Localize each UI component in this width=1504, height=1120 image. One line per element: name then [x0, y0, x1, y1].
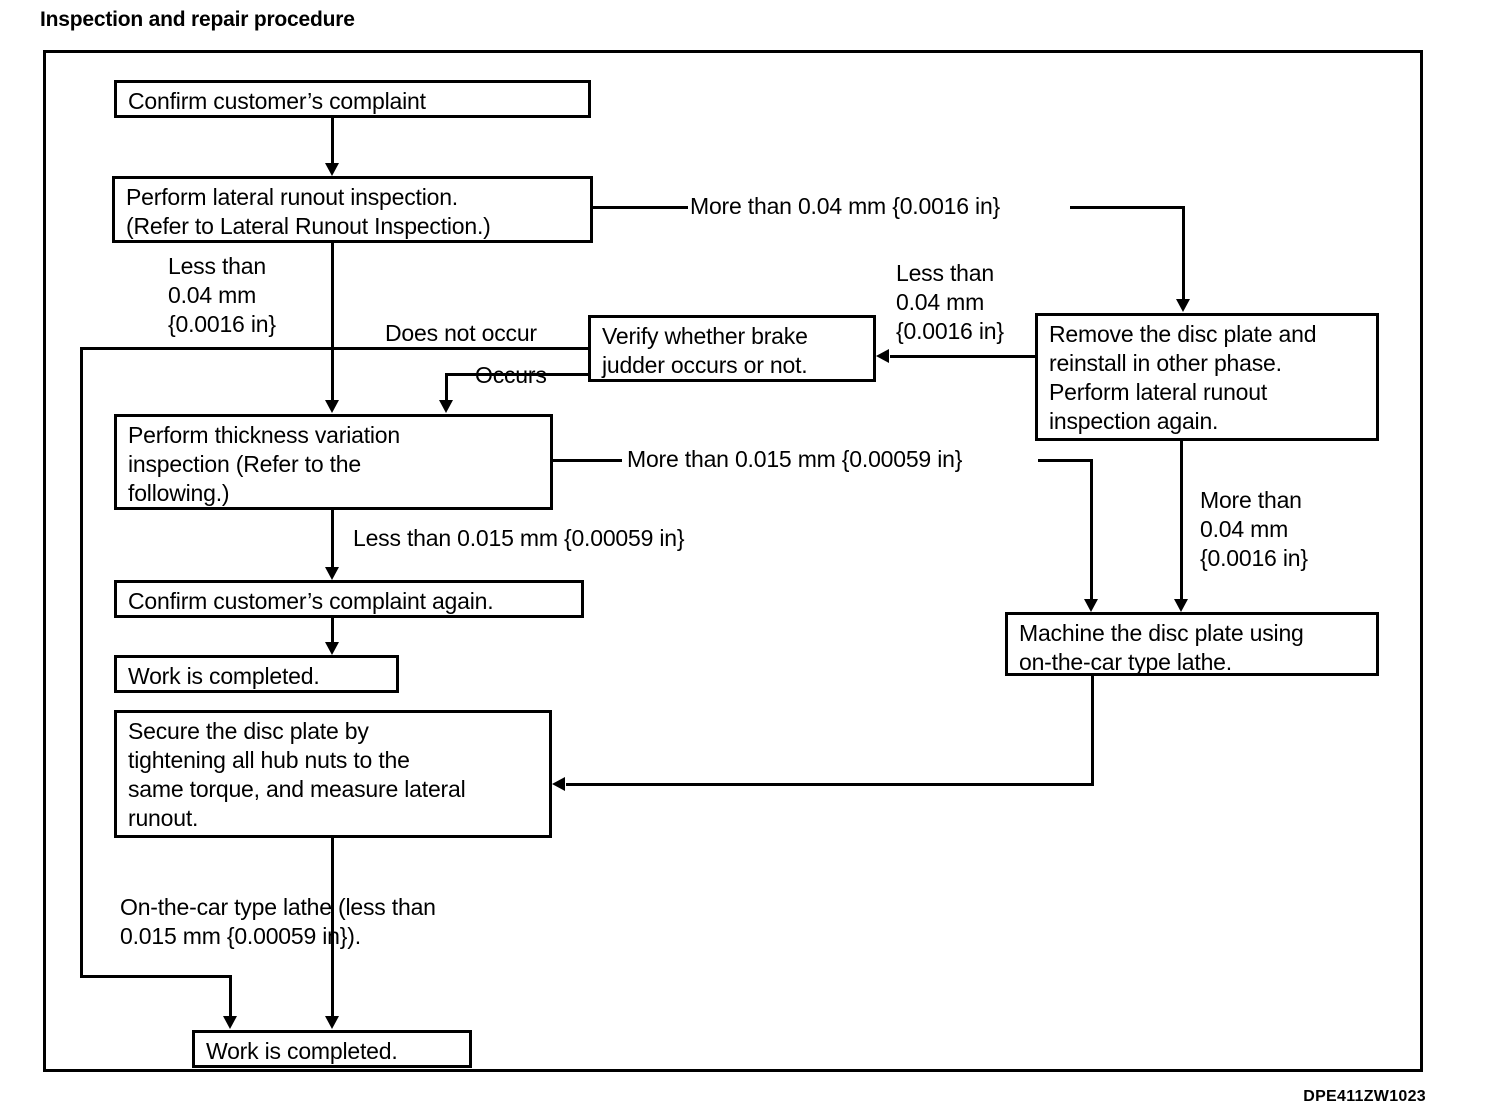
page-title: Inspection and repair procedure — [40, 8, 355, 31]
arrowhead-confirm-to-lateral — [325, 163, 339, 176]
edge-label-less-0015: Less than 0.015 mm {0.00059 in} — [353, 525, 685, 551]
node-lateral-runout[interactable]: Perform lateral runout inspection. (Refe… — [112, 176, 593, 243]
edge-thickness-right-stub2 — [1038, 459, 1093, 462]
node-confirm-complaint[interactable]: Confirm customer’s complaint — [114, 80, 591, 118]
edge-lateral-down-to-remove — [1182, 206, 1185, 300]
arrowhead-thickness-to-confirm-again — [325, 567, 339, 580]
node-work-completed-upper[interactable]: Work is completed. — [114, 655, 399, 693]
edge-thickness-right-stub — [553, 459, 622, 462]
edge-label-does-not-occur: Does not occur — [385, 320, 537, 346]
edge-lateral-right-stub2 — [1070, 206, 1185, 209]
arrowhead-thickness-to-machine — [1084, 599, 1098, 612]
edge-does-not-occur-down — [229, 975, 232, 1017]
edge-label-less-004-right: Less than 0.04 mm {0.0016 in} — [896, 260, 1004, 344]
arrowhead-confirm-again-to-work — [325, 642, 339, 655]
arrowhead-secure-to-work — [325, 1016, 339, 1029]
edge-lateral-right-stub — [593, 206, 688, 209]
edge-thickness-to-confirm-again — [331, 510, 334, 568]
edge-label-occurs: Occurs — [475, 362, 547, 388]
node-remove-disc-plate[interactable]: Remove the disc plate and reinstall in o… — [1035, 313, 1379, 441]
edge-occurs-vertical — [445, 373, 448, 402]
edge-label-more-004-right: More than 0.04 mm {0.0016 in} — [1200, 487, 1308, 571]
edge-machine-down — [1091, 676, 1094, 786]
edge-lateral-to-thickness — [331, 243, 334, 401]
edge-confirm-again-to-work — [331, 618, 334, 643]
arrowhead-remove-to-machine — [1174, 599, 1188, 612]
edge-does-not-occur-vertical — [80, 347, 83, 977]
edge-confirm-to-lateral — [331, 118, 334, 164]
arrowhead-lateral-to-remove — [1176, 299, 1190, 312]
edge-machine-to-secure — [566, 783, 1094, 786]
node-thickness-variation[interactable]: Perform thickness variation inspection (… — [114, 414, 553, 510]
arrowhead-occurs — [439, 400, 453, 413]
node-work-completed-lower[interactable]: Work is completed. — [192, 1030, 472, 1068]
diagram-frame — [43, 50, 1423, 1072]
node-verify-judder[interactable]: Verify whether brake judder occurs or no… — [588, 315, 876, 382]
node-confirm-complaint-again[interactable]: Confirm customer’s complaint again. — [114, 580, 584, 618]
arrowhead-does-not-occur — [223, 1016, 237, 1029]
edge-label-lathe-note: On-the-car type lathe (less than 0.015 m… — [120, 894, 436, 949]
edge-does-not-occur-horizontal — [80, 347, 588, 350]
arrowhead-lateral-to-thickness — [325, 400, 339, 413]
figure-code: DPE411ZW1023 — [1303, 1088, 1426, 1105]
edge-thickness-down-to-machine — [1090, 459, 1093, 601]
edge-remove-to-verify — [890, 355, 1035, 358]
edge-label-more-0015: More than 0.015 mm {0.00059 in} — [627, 446, 963, 472]
arrowhead-machine-to-secure — [552, 777, 565, 791]
node-secure-disc-plate[interactable]: Secure the disc plate by tightening all … — [114, 710, 552, 838]
edge-remove-to-machine — [1180, 441, 1183, 601]
edge-label-more-004-top: More than 0.04 mm {0.0016 in} — [690, 193, 1001, 219]
arrowhead-remove-to-verify — [876, 349, 889, 363]
edge-label-less-004-left: Less than 0.04 mm {0.0016 in} — [168, 253, 276, 337]
node-machine-disc-plate[interactable]: Machine the disc plate using on-the-car … — [1005, 612, 1379, 676]
edge-occurs-horizontal — [445, 373, 591, 376]
edge-does-not-occur-horizontal2 — [80, 975, 232, 978]
edge-secure-to-work — [331, 838, 334, 1017]
